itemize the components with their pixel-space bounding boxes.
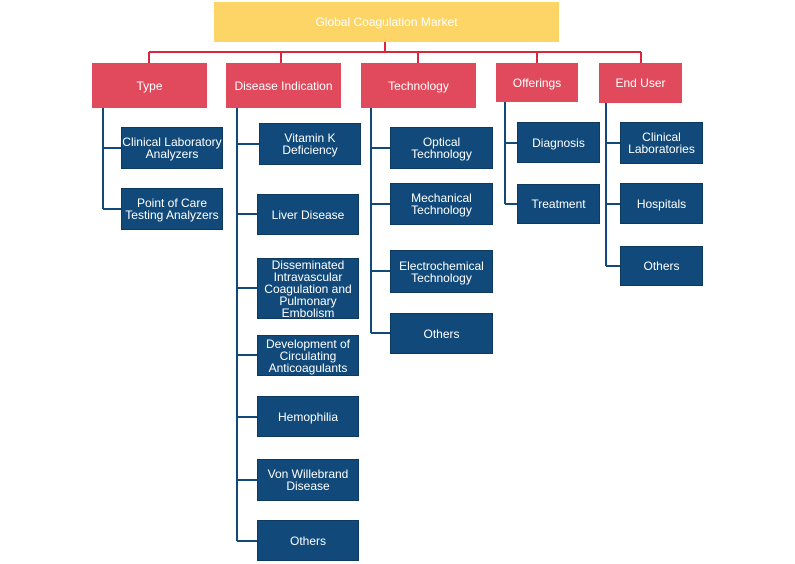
leaf-end-user-others: Others	[620, 246, 703, 286]
leaf-hospitals: Hospitals	[620, 183, 703, 224]
leaf-clinical-laboratory-analyzers: Clinical Laboratory Analyzers	[121, 127, 223, 169]
leaf-vitamin-k-deficiency: Vitamin K Deficiency	[259, 123, 361, 165]
category-end-user: End User	[599, 63, 682, 103]
leaf-mechanical-technology: Mechanical Technology	[390, 183, 493, 225]
leaf-disseminated-intravascular-coagulation: Disseminated Intravascular Coagulation a…	[257, 258, 359, 319]
leaf-technology-others: Others	[390, 313, 493, 354]
category-disease-indication: Disease Indication	[226, 63, 341, 108]
leaf-treatment: Treatment	[517, 184, 600, 224]
leaf-electrochemical-technology: Electrochemical Technology	[390, 250, 493, 293]
leaf-hemophilia: Hemophilia	[257, 396, 359, 437]
category-type: Type	[92, 63, 207, 108]
leaf-liver-disease: Liver Disease	[257, 194, 359, 235]
leaf-development-of-circulating-anticoagulants: Development of Circulating Anticoagulant…	[257, 335, 359, 376]
leaf-connectors	[102, 102, 620, 542]
category-offerings: Offerings	[496, 63, 578, 102]
root-node-title: Global Coagulation Market	[214, 2, 559, 42]
leaf-diagnosis: Diagnosis	[517, 122, 600, 163]
category-technology: Technology	[361, 63, 476, 108]
leaf-disease-others: Others	[257, 520, 359, 561]
leaf-point-of-care-testing-analyzers: Point of Care Testing Analyzers	[121, 188, 223, 230]
leaf-optical-technology: Optical Technology	[390, 127, 493, 169]
leaf-von-willebrand-disease: Von Willebrand Disease	[257, 459, 359, 501]
top-connectors	[148, 42, 642, 63]
leaf-clinical-laboratories: Clinical Laboratories	[620, 122, 703, 164]
